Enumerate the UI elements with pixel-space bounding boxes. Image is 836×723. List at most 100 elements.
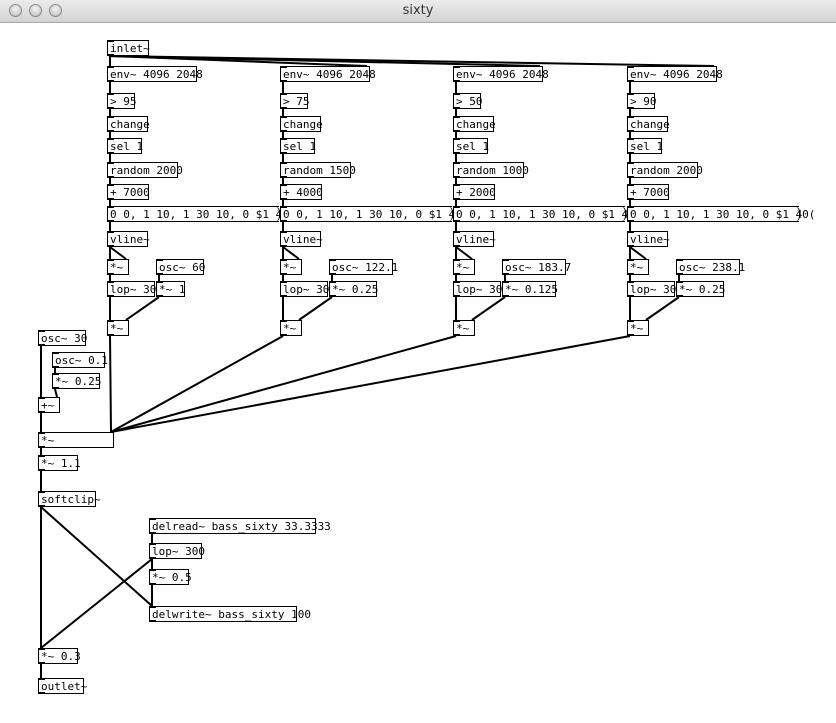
object-box-lop2[interactable]: lop~ 30 — [280, 281, 329, 297]
object-box-mB3[interactable]: *~ 0.125 — [502, 281, 558, 297]
outlet-port[interactable] — [107, 130, 114, 132]
inlet-port[interactable] — [453, 320, 460, 322]
inlet-port[interactable] — [38, 678, 45, 680]
inlet-port[interactable] — [107, 320, 114, 322]
object-box-m025[interactable]: *~ 0.25 — [52, 373, 101, 389]
outlet-port[interactable] — [280, 295, 287, 297]
patch-cord[interactable] — [455, 246, 473, 260]
patch-cord[interactable] — [40, 506, 153, 607]
patch-cord[interactable] — [109, 55, 715, 67]
inlet-port[interactable] — [107, 93, 114, 95]
object-box-osc1[interactable]: osc~ 60 — [156, 259, 205, 275]
object-box-sel3[interactable]: sel 1 — [453, 138, 489, 154]
outlet-port[interactable] — [280, 130, 287, 132]
inlet-port[interactable] — [107, 40, 114, 42]
object-box-mB4[interactable]: *~ 0.25 — [676, 281, 725, 297]
outlet-port[interactable] — [453, 152, 460, 154]
inlet-port[interactable] — [453, 93, 460, 95]
inlet-port[interactable] — [280, 138, 287, 140]
patch-cord[interactable] — [282, 246, 300, 260]
close-window-button[interactable] — [9, 4, 22, 17]
inlet-port[interactable] — [627, 281, 634, 283]
inlet-port[interactable] — [38, 491, 45, 493]
inlet-port[interactable] — [280, 259, 287, 261]
patch-cord[interactable] — [471, 296, 506, 321]
outlet-port[interactable] — [453, 107, 460, 109]
inlet-port[interactable] — [52, 373, 59, 375]
inlet-port[interactable] — [107, 206, 114, 208]
outlet-port[interactable] — [627, 80, 634, 82]
outlet-port[interactable] — [453, 80, 460, 82]
outlet-port[interactable] — [149, 620, 156, 622]
outlet-port[interactable] — [453, 245, 460, 247]
object-box-mC4[interactable]: *~ — [627, 320, 649, 336]
outlet-port[interactable] — [453, 334, 460, 336]
object-box-gt3[interactable]: > 50 — [453, 93, 483, 109]
inlet-port[interactable] — [627, 116, 634, 118]
object-box-gt2[interactable]: > 75 — [280, 93, 310, 109]
outlet-port[interactable] — [280, 245, 287, 247]
message-box-msg1[interactable]: 0 0, 1 10, 1 30 10, 0 $1 40( — [107, 206, 295, 222]
inlet-port[interactable] — [280, 184, 287, 186]
inlet-port[interactable] — [280, 116, 287, 118]
object-box-ch1[interactable]: change — [107, 116, 150, 132]
inlet-port[interactable] — [627, 93, 634, 95]
inlet-port[interactable] — [107, 116, 114, 118]
inlet-port[interactable] — [453, 116, 460, 118]
inlet-port[interactable] — [453, 138, 460, 140]
object-box-outlet[interactable]: outlet~ — [38, 678, 87, 694]
object-box-m03[interactable]: *~ 0.3 — [38, 648, 81, 664]
object-box-ch2[interactable]: change — [280, 116, 323, 132]
object-box-env2[interactable]: env~ 4096 2048 — [280, 66, 376, 82]
object-box-add4[interactable]: + 7000 — [627, 184, 670, 200]
object-box-addS[interactable]: +~ — [38, 397, 60, 413]
inlet-port[interactable] — [627, 184, 634, 186]
outlet-port[interactable] — [52, 387, 59, 389]
object-box-lop4[interactable]: lop~ 30 — [627, 281, 676, 297]
outlet-port[interactable] — [453, 220, 460, 222]
patch-cord[interactable] — [110, 335, 457, 433]
inlet-port[interactable] — [107, 162, 114, 164]
outlet-port[interactable] — [453, 198, 460, 200]
message-box-msg3[interactable]: 0 0, 1 10, 1 30 10, 0 $1 40( — [453, 206, 641, 222]
outlet-port[interactable] — [107, 54, 114, 56]
inlet-port[interactable] — [107, 231, 114, 233]
inlet-port[interactable] — [280, 281, 287, 283]
outlet-port[interactable] — [149, 532, 156, 534]
message-box-msg4[interactable]: 0 0, 1 10, 1 30 10, 0 $1 40( — [627, 206, 815, 222]
outlet-port[interactable] — [107, 198, 114, 200]
inlet-port[interactable] — [627, 66, 634, 68]
outlet-port[interactable] — [107, 176, 114, 178]
inlet-port[interactable] — [676, 281, 683, 283]
minimize-window-button[interactable] — [29, 4, 42, 17]
inlet-port[interactable] — [52, 352, 59, 354]
outlet-port[interactable] — [38, 411, 45, 413]
outlet-port[interactable] — [107, 107, 114, 109]
outlet-port[interactable] — [627, 245, 634, 247]
object-box-gt4[interactable]: > 90 — [627, 93, 657, 109]
inlet-port[interactable] — [453, 231, 460, 233]
inlet-port[interactable] — [627, 231, 634, 233]
outlet-port[interactable] — [38, 344, 45, 346]
inlet-port[interactable] — [329, 259, 336, 261]
object-box-sel4[interactable]: sel 1 — [627, 138, 663, 154]
outlet-port[interactable] — [627, 198, 634, 200]
inlet-port[interactable] — [280, 66, 287, 68]
inlet-port[interactable] — [107, 184, 114, 186]
outlet-port[interactable] — [453, 176, 460, 178]
inlet-port[interactable] — [156, 259, 163, 261]
outlet-port[interactable] — [280, 198, 287, 200]
inlet-port[interactable] — [38, 397, 45, 399]
patch-cord[interactable] — [54, 388, 58, 398]
object-box-lop1[interactable]: lop~ 30 — [107, 281, 156, 297]
object-box-osc01[interactable]: osc~ 0.1 — [52, 352, 108, 368]
inlet-port[interactable] — [38, 455, 45, 457]
inlet-port[interactable] — [627, 138, 634, 140]
inlet-port[interactable] — [453, 66, 460, 68]
object-box-lop3[interactable]: lop~ 30 — [453, 281, 502, 297]
outlet-port[interactable] — [502, 273, 509, 275]
object-box-m11[interactable]: *~ 1.1 — [38, 455, 81, 471]
object-box-vl1[interactable]: vline~ — [107, 231, 150, 247]
inlet-port[interactable] — [280, 162, 287, 164]
